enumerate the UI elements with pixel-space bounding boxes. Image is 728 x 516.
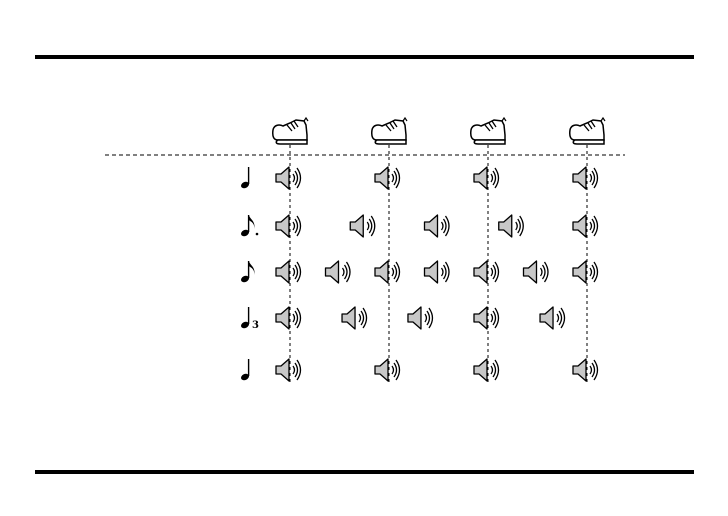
speaker-icon — [524, 261, 549, 283]
quarter-note-symbol — [240, 359, 250, 381]
speaker-icon — [375, 359, 400, 381]
speaker-icon — [573, 167, 598, 189]
speaker-icon — [276, 307, 301, 329]
shoe-icon — [471, 118, 506, 144]
speaker-icon — [375, 167, 400, 189]
shoe-icon — [273, 118, 308, 144]
eighth-note-symbol — [240, 261, 255, 283]
speaker-icon — [540, 307, 565, 329]
speaker-icon — [573, 359, 598, 381]
speaker-icon — [342, 307, 367, 329]
speaker-icon — [425, 261, 450, 283]
speaker-icon — [276, 215, 301, 237]
note-value-column: 3 — [240, 167, 259, 381]
speaker-icon — [474, 307, 499, 329]
speaker-icon — [276, 167, 301, 189]
beat-markers — [273, 118, 605, 144]
speaker-icon — [573, 215, 598, 237]
speaker-icon — [276, 261, 301, 283]
speaker-icon — [375, 261, 400, 283]
dot-mark — [256, 233, 259, 236]
speaker-icon — [350, 215, 375, 237]
triplet-label: 3 — [252, 320, 259, 331]
speaker-icon — [408, 307, 433, 329]
sound-grid — [276, 167, 598, 381]
speaker-icon — [573, 261, 598, 283]
shoe-icon — [570, 118, 605, 144]
quarter-note-triplet-symbol: 3 — [240, 307, 259, 331]
speaker-icon — [425, 215, 450, 237]
speaker-icon — [326, 261, 351, 283]
shoe-icon — [372, 118, 407, 144]
speaker-icon — [276, 359, 301, 381]
speaker-icon — [474, 167, 499, 189]
speaker-icon — [499, 215, 524, 237]
dotted-eighth-note-symbol — [240, 215, 258, 237]
speaker-icon — [474, 261, 499, 283]
quarter-note-symbol — [240, 167, 250, 189]
speaker-icon — [474, 359, 499, 381]
